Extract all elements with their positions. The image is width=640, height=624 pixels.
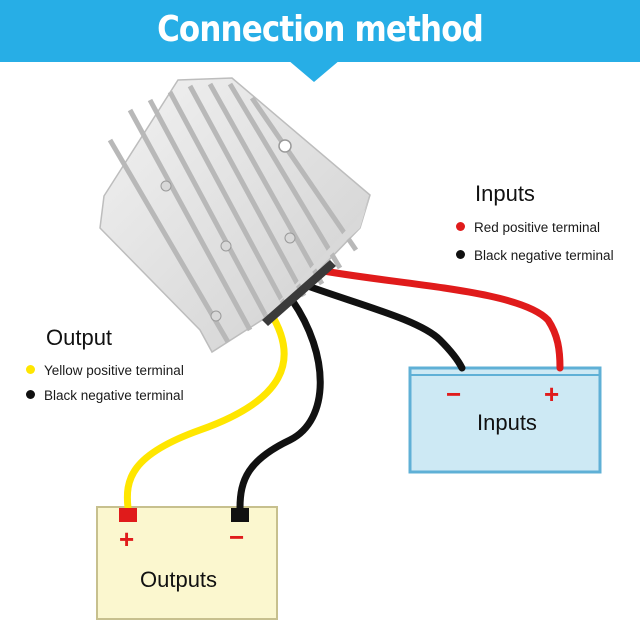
legend-label: Yellow positive terminal — [44, 363, 184, 378]
output-minus-sign: − — [229, 522, 245, 552]
heatsink-converter-icon — [99, 77, 371, 354]
output-legend-black: Black negative terminal — [26, 388, 184, 403]
output-positive-terminal — [119, 508, 137, 522]
legend-label: Black negative terminal — [44, 388, 184, 403]
yellow-dot-icon — [26, 365, 35, 374]
title-banner: Connection method — [0, 0, 640, 62]
banner-title: Connection method — [157, 9, 484, 50]
output-negative-terminal — [231, 508, 249, 522]
red-input-wire — [314, 266, 564, 372]
black-output-wire — [236, 296, 324, 512]
input-box-label: Inputs — [477, 410, 537, 435]
input-box-shape — [408, 366, 602, 474]
red-dot-icon — [456, 222, 465, 231]
black-dot-icon — [456, 250, 465, 259]
input-minus-sign: − — [446, 379, 462, 409]
inputs-heading: Inputs — [475, 181, 535, 206]
output-box-shape — [96, 506, 278, 620]
black-dot-icon — [26, 390, 35, 399]
inputs-legend-black: Black negative terminal — [456, 248, 614, 263]
output-box-label: Outputs — [140, 567, 218, 592]
input-plus-sign: + — [544, 379, 560, 409]
banner-pointer-arrow — [288, 60, 340, 82]
output-heading: Output — [46, 325, 113, 350]
black-input-wire — [301, 281, 466, 372]
inputs-legend-red: Red positive terminal — [456, 220, 600, 235]
output-legend-yellow: Yellow positive terminal — [26, 363, 184, 378]
yellow-output-wire — [123, 308, 288, 512]
legend-label: Red positive terminal — [474, 220, 601, 235]
output-plus-sign: + — [119, 524, 135, 554]
legend-label: Black negative terminal — [474, 248, 614, 263]
